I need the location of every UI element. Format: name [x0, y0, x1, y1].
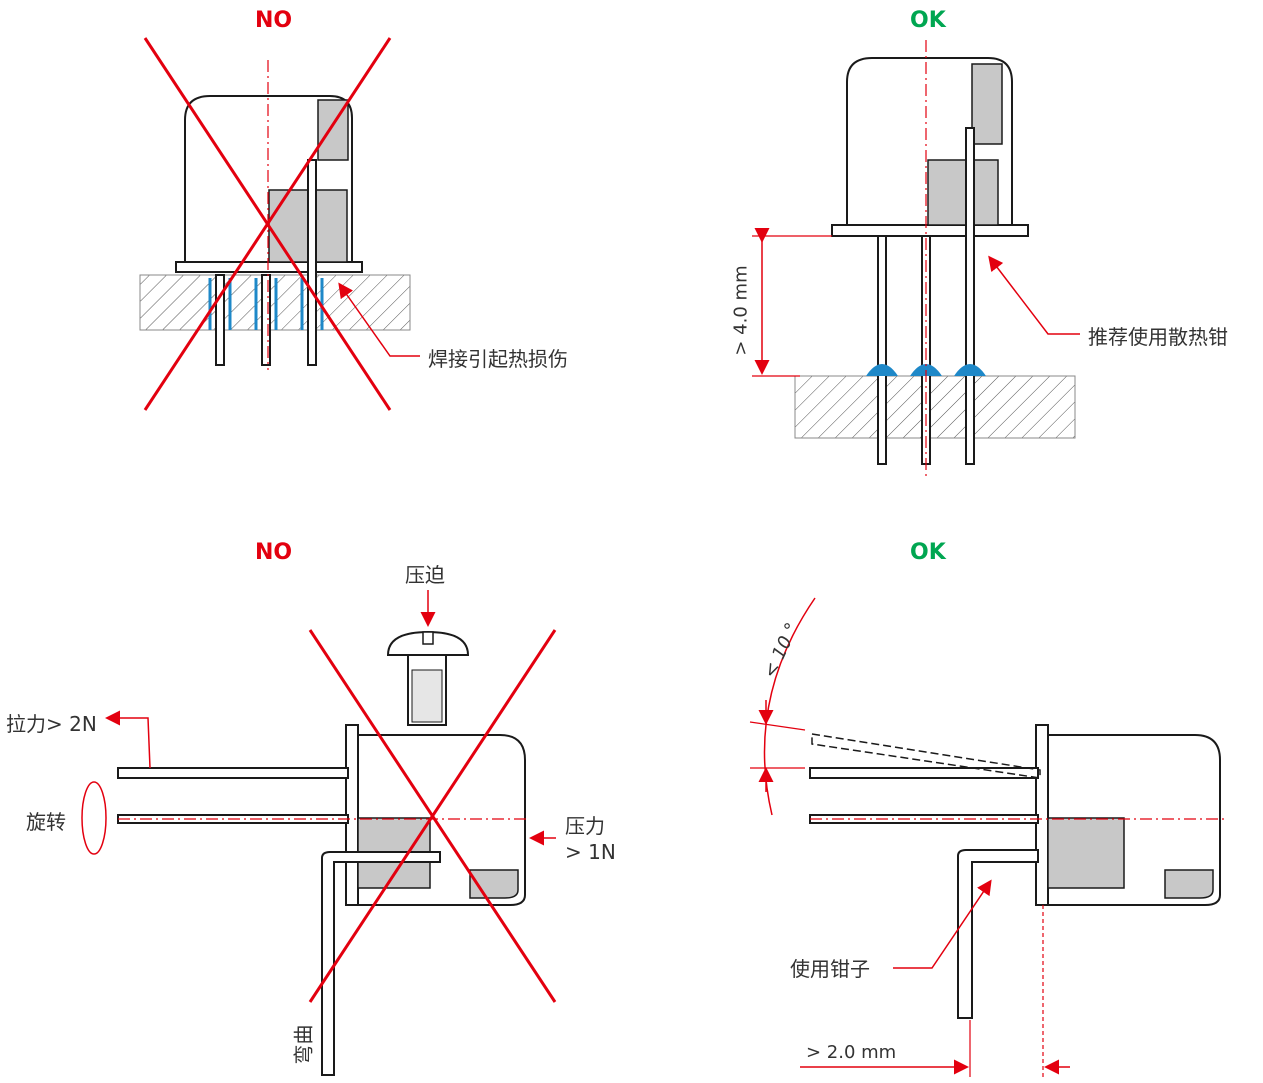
label-use-pliers: 使用钳子: [790, 957, 870, 981]
sensor-flange: [175, 261, 363, 273]
section-fill: [1047, 817, 1125, 889]
label-pull: 拉力> 2N: [6, 712, 97, 736]
leader-line: [893, 879, 992, 969]
pins: [215, 159, 317, 366]
dimension-2mm: > 2.0 mm: [806, 1042, 897, 1063]
pliers-jaw: [957, 849, 1039, 1019]
pull-arrow: [105, 710, 151, 769]
angle-ref-1: [749, 721, 806, 731]
panel-bottom-right: [749, 597, 1225, 1077]
rotate-arrow: [81, 781, 107, 855]
panel-top-right: [752, 40, 1080, 480]
verdict-top-left: NO: [255, 8, 293, 33]
label-bend: 弯曲: [291, 1024, 316, 1065]
verdict-bottom-left: NO: [255, 540, 293, 565]
verdict-bottom-right: OK: [910, 540, 946, 565]
note-heat-sink-clamp: 推荐使用散热钳: [1088, 325, 1228, 349]
panel-bottom-left: [81, 590, 557, 1076]
label-pressure: 压力: [565, 814, 605, 838]
lead-bent: [321, 851, 441, 1076]
angle-arc: [763, 597, 816, 816]
section-fill: [927, 159, 999, 226]
leader-line: [988, 255, 1080, 335]
screw-slot: [422, 631, 434, 645]
dimension-4mm: > 4.0 mm: [730, 265, 752, 356]
leader-line: [338, 282, 420, 357]
lead-top: [809, 767, 1039, 779]
section-fill-right: [1164, 869, 1214, 899]
lead-tilted: [811, 733, 1041, 779]
label-pressure-value: > 1N: [565, 840, 616, 864]
verdict-top-right: OK: [910, 8, 946, 33]
label-rotate: 旋转: [26, 810, 66, 834]
lead-top: [117, 767, 349, 779]
solder-joints: [208, 278, 324, 330]
section-fill-top: [971, 63, 1003, 145]
cross-line-2: [143, 37, 392, 411]
pcb-board: [794, 375, 1076, 439]
screw-thread-fill: [411, 669, 443, 723]
cross-line-2: [308, 629, 557, 1003]
sensor-flange: [831, 224, 1029, 237]
panel-top-left: [139, 37, 420, 411]
label-press: 压迫: [405, 563, 445, 587]
note-thermal-damage: 焊接引起热损伤: [428, 347, 568, 371]
